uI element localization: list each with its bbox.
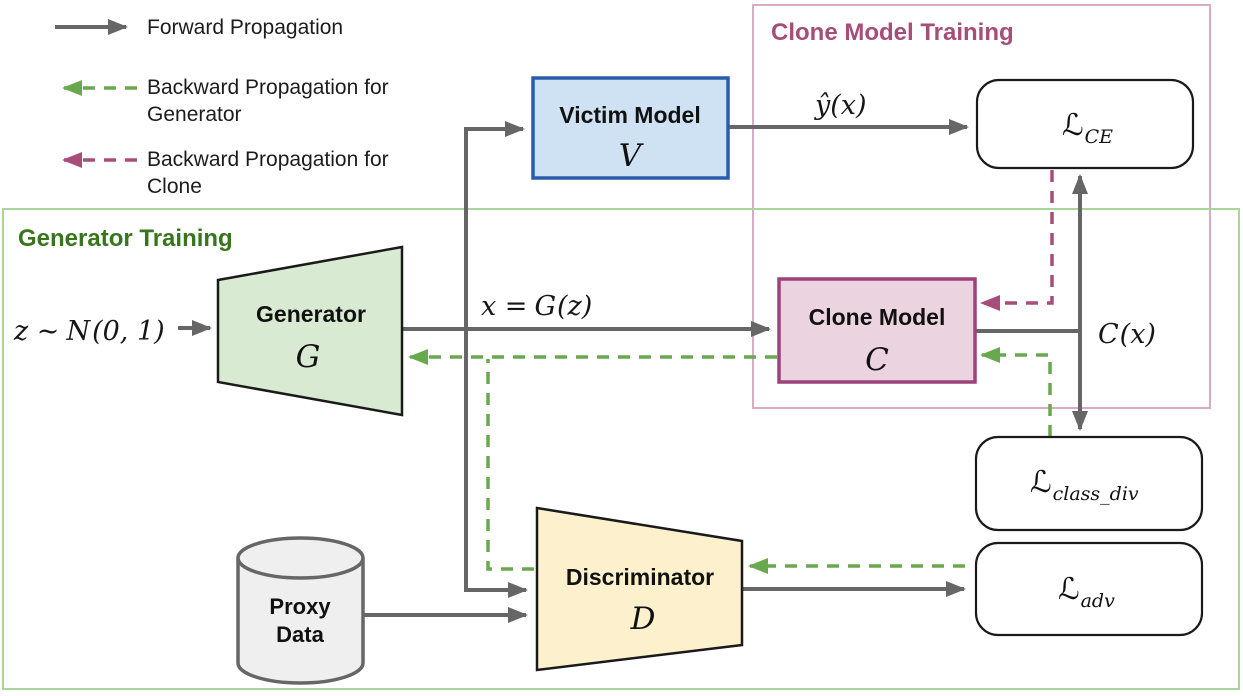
z-input-label: z ∼N(0, 1) — [13, 316, 165, 347]
discriminator-node: Discriminator D — [535, 506, 744, 672]
clone-model-box — [777, 277, 977, 384]
discriminator-title: Discriminator — [566, 564, 714, 590]
edge-x-to-discriminator — [464, 329, 528, 598]
legend: Forward Propagation Backward Propagation… — [55, 16, 389, 198]
loss-ce-box — [975, 78, 1195, 170]
forward-edges — [178, 119, 1088, 623]
loss-ce-label: ℒCE — [1062, 108, 1113, 148]
generator-training-label: Generator Training — [18, 225, 233, 252]
clone-model-title: Clone Model — [809, 304, 946, 330]
legend-backward-generator-label-line1: Backward Propagation for — [147, 76, 389, 99]
legend-backward-generator-label-line2: Generator — [147, 103, 242, 126]
proxy-data-cylinder-body — [236, 558, 365, 685]
c-x-label: C(x) — [1098, 319, 1156, 350]
legend-backward-clone-label-line1: Backward Propagation for — [147, 148, 389, 171]
legend-forward-label: Forward Propagation — [147, 16, 343, 39]
loss-adv-node: ℒadv — [974, 541, 1204, 637]
proxy-data-label-line1: Proxy — [269, 594, 331, 619]
discriminator-shape — [535, 506, 744, 672]
generator-node: Generator G — [216, 245, 404, 417]
x-gz-label: x =G(z) — [481, 291, 592, 322]
generator-title: Generator — [256, 301, 366, 327]
loss-adv-box — [974, 541, 1204, 637]
discriminator-symbol: D — [630, 601, 656, 637]
loss-classdiv-label: ℒclass_div — [1030, 465, 1139, 505]
backward-generator-edges — [408, 347, 1052, 574]
victim-model-box — [531, 76, 730, 180]
loss-classdiv-node: ℒclass_div — [974, 435, 1204, 532]
victim-model-symbol: V — [619, 138, 645, 174]
loss-ce-node: ℒCE — [975, 78, 1195, 170]
proxy-data-node: Proxy Data — [236, 536, 365, 685]
clone-model-node: Clone Model C — [777, 277, 977, 384]
edge-lce-to-clone-back — [980, 170, 1054, 311]
edge-lclassdiv-to-clone-back — [980, 347, 1052, 437]
proxy-data-label-line2: Data — [276, 622, 324, 647]
proxy-data-cylinder-top — [236, 536, 365, 580]
clone-model-symbol: C — [865, 342, 889, 378]
edge-x-to-victim — [464, 121, 525, 329]
edge-discriminator-back-riser — [486, 359, 534, 571]
legend-backward-clone-label-line2: Clone — [147, 175, 202, 198]
loss-classdiv-box — [974, 435, 1204, 532]
generator-training-container — [2, 208, 1240, 690]
clone-training-container — [752, 4, 1211, 409]
clone-training-label: Clone Model Training — [771, 19, 1014, 46]
victim-model-title: Victim Model — [559, 102, 700, 128]
victim-model-node: Victim Model V — [531, 76, 730, 180]
loss-adv-label: ℒadv — [1058, 572, 1115, 612]
generator-symbol: G — [296, 339, 321, 375]
generator-shape — [216, 245, 404, 417]
y-hat-label: ŷ(x) — [814, 90, 867, 121]
